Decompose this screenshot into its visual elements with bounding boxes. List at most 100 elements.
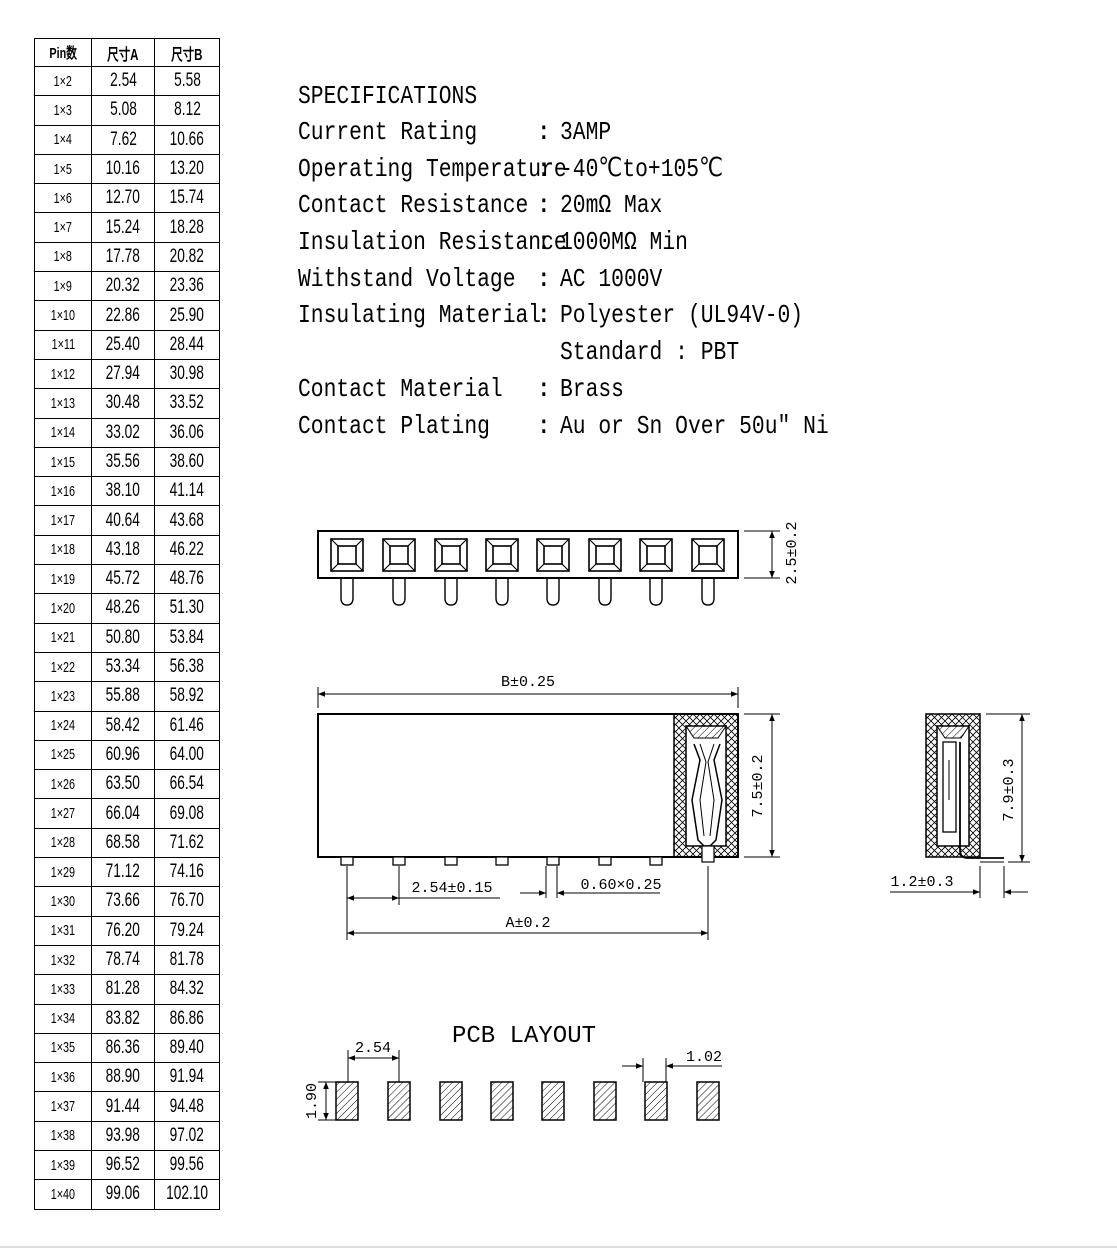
- top-view-sockets: [330, 538, 725, 606]
- dim-a-cell: 20.32: [91, 271, 155, 302]
- pcb-pad-height-label: 1.90: [304, 1083, 321, 1119]
- front-pin: [649, 856, 663, 866]
- dim-a-cell: 58.42: [91, 710, 155, 741]
- dim-a-cell: 81.28: [91, 974, 155, 1005]
- spec-colon: :: [536, 300, 552, 331]
- spec-value: 20mΩ Max: [560, 190, 663, 221]
- socket-cavity: [691, 538, 725, 606]
- dim-b-cell: 8.12: [154, 95, 220, 126]
- spec-value: -40℃to+105℃: [560, 153, 724, 184]
- spec-row: Contact Material:Brass: [298, 371, 624, 408]
- socket-cavity: [485, 538, 519, 606]
- dim-b-cell: 66.54: [154, 769, 220, 800]
- pin-count-cell: 1×16: [34, 476, 92, 507]
- front-view-pins: [340, 856, 663, 866]
- pcb-pad: [644, 1081, 668, 1121]
- pcb-pad: [490, 1081, 514, 1121]
- pin-count-cell: 1×4: [34, 124, 92, 155]
- pin-count-cell: 1×9: [34, 271, 92, 302]
- dim-b-cell: 20.82: [154, 241, 220, 273]
- dim-a-cell: 48.26: [91, 593, 155, 624]
- dim-pin-offset: 1.2±0.3: [890, 874, 953, 891]
- dim-pitch: 2.54±0.15: [411, 880, 492, 897]
- dim-a-cell: 27.94: [91, 358, 155, 390]
- front-pin: [444, 856, 458, 866]
- spec-value: Standard : PBT: [560, 337, 740, 368]
- pin-count-cell: 1×6: [34, 183, 92, 214]
- dim-a-cell: 91.44: [91, 1091, 155, 1122]
- dim-b-cell: 48.76: [154, 564, 220, 595]
- front-pin: [495, 856, 509, 866]
- spec-colon: :: [536, 153, 552, 184]
- pin-count-cell: 1×11: [34, 329, 92, 360]
- pcb-pad: [335, 1081, 359, 1121]
- table-header-row: Pin数 尺寸A 尺寸B: [34, 38, 220, 67]
- pcb-layout: PCB LAYOUT 2.54 1.02 1.90: [304, 1023, 722, 1121]
- dim-a-cell: 63.50: [91, 769, 155, 800]
- socket-cavity: [434, 538, 468, 606]
- spec-row: Current Rating:3AMP: [298, 114, 611, 151]
- dim-a-cell: 53.34: [91, 651, 155, 683]
- pin-count-cell: 1×38: [34, 1120, 92, 1151]
- pcb-pad: [439, 1081, 463, 1121]
- pin-count-cell: 1×40: [34, 1179, 92, 1210]
- socket-cavity: [382, 538, 416, 606]
- dim-a-cell: 71.12: [91, 857, 155, 888]
- pin-count-cell: 1×27: [34, 798, 92, 829]
- dim-b-cell: 74.16: [154, 857, 220, 888]
- dim-b-cell: 10.66: [154, 124, 220, 155]
- dim-a-label: A±0.2: [505, 915, 550, 932]
- spec-colon: :: [536, 263, 552, 294]
- dim-a-cell: 76.20: [91, 915, 155, 946]
- spec-colon: :: [536, 410, 552, 441]
- pin-count-cell: 1×13: [34, 388, 92, 419]
- dim-b-cell: 36.06: [154, 417, 220, 448]
- spec-key: Contact Plating: [298, 410, 490, 441]
- dim-a-cell: 33.02: [91, 417, 155, 448]
- spec-value: Au or Sn Over 50u" Ni: [560, 410, 829, 441]
- spec-row: Insulating Material:Polyester (UL94V-0): [298, 297, 803, 334]
- spec-value: 1000MΩ Min: [560, 227, 688, 258]
- pin-count-cell: 1×35: [34, 1032, 92, 1064]
- header-dim-a: 尺寸A: [91, 38, 155, 67]
- dim-b-cell: 23.36: [154, 271, 220, 302]
- dim-a-cell: 88.90: [91, 1062, 155, 1093]
- pcb-pad: [541, 1081, 565, 1121]
- dim-b-cell: 99.56: [154, 1149, 220, 1181]
- spec-value: AC 1000V: [560, 263, 663, 294]
- pin-count-cell: 1×24: [34, 710, 92, 741]
- pcb-pad: [387, 1081, 411, 1121]
- spec-row: Operating Temperature:-40℃to+105℃: [298, 151, 723, 188]
- spec-row: Insulation Resistance:1000MΩ Min: [298, 224, 688, 261]
- dim-a-cell: 10.16: [91, 153, 155, 185]
- spec-row: Contact Plating: Au or Sn Over 50u" Ni: [298, 408, 829, 445]
- dim-b-cell: 89.40: [154, 1032, 220, 1064]
- pin-count-cell: 1×8: [34, 241, 92, 273]
- dim-a-cell: 38.10: [91, 476, 155, 507]
- pcb-pad: [593, 1081, 617, 1121]
- dim-b-cell: 13.20: [154, 153, 220, 185]
- dim-b-cell: 61.46: [154, 710, 220, 741]
- dim-height-front: 7.5±0.2: [750, 754, 767, 817]
- dim-b-cell: 84.32: [154, 974, 220, 1005]
- dim-b-cell: 5.58: [154, 65, 220, 97]
- dim-b-cell: 41.14: [154, 476, 220, 507]
- spec-colon: :: [536, 117, 552, 147]
